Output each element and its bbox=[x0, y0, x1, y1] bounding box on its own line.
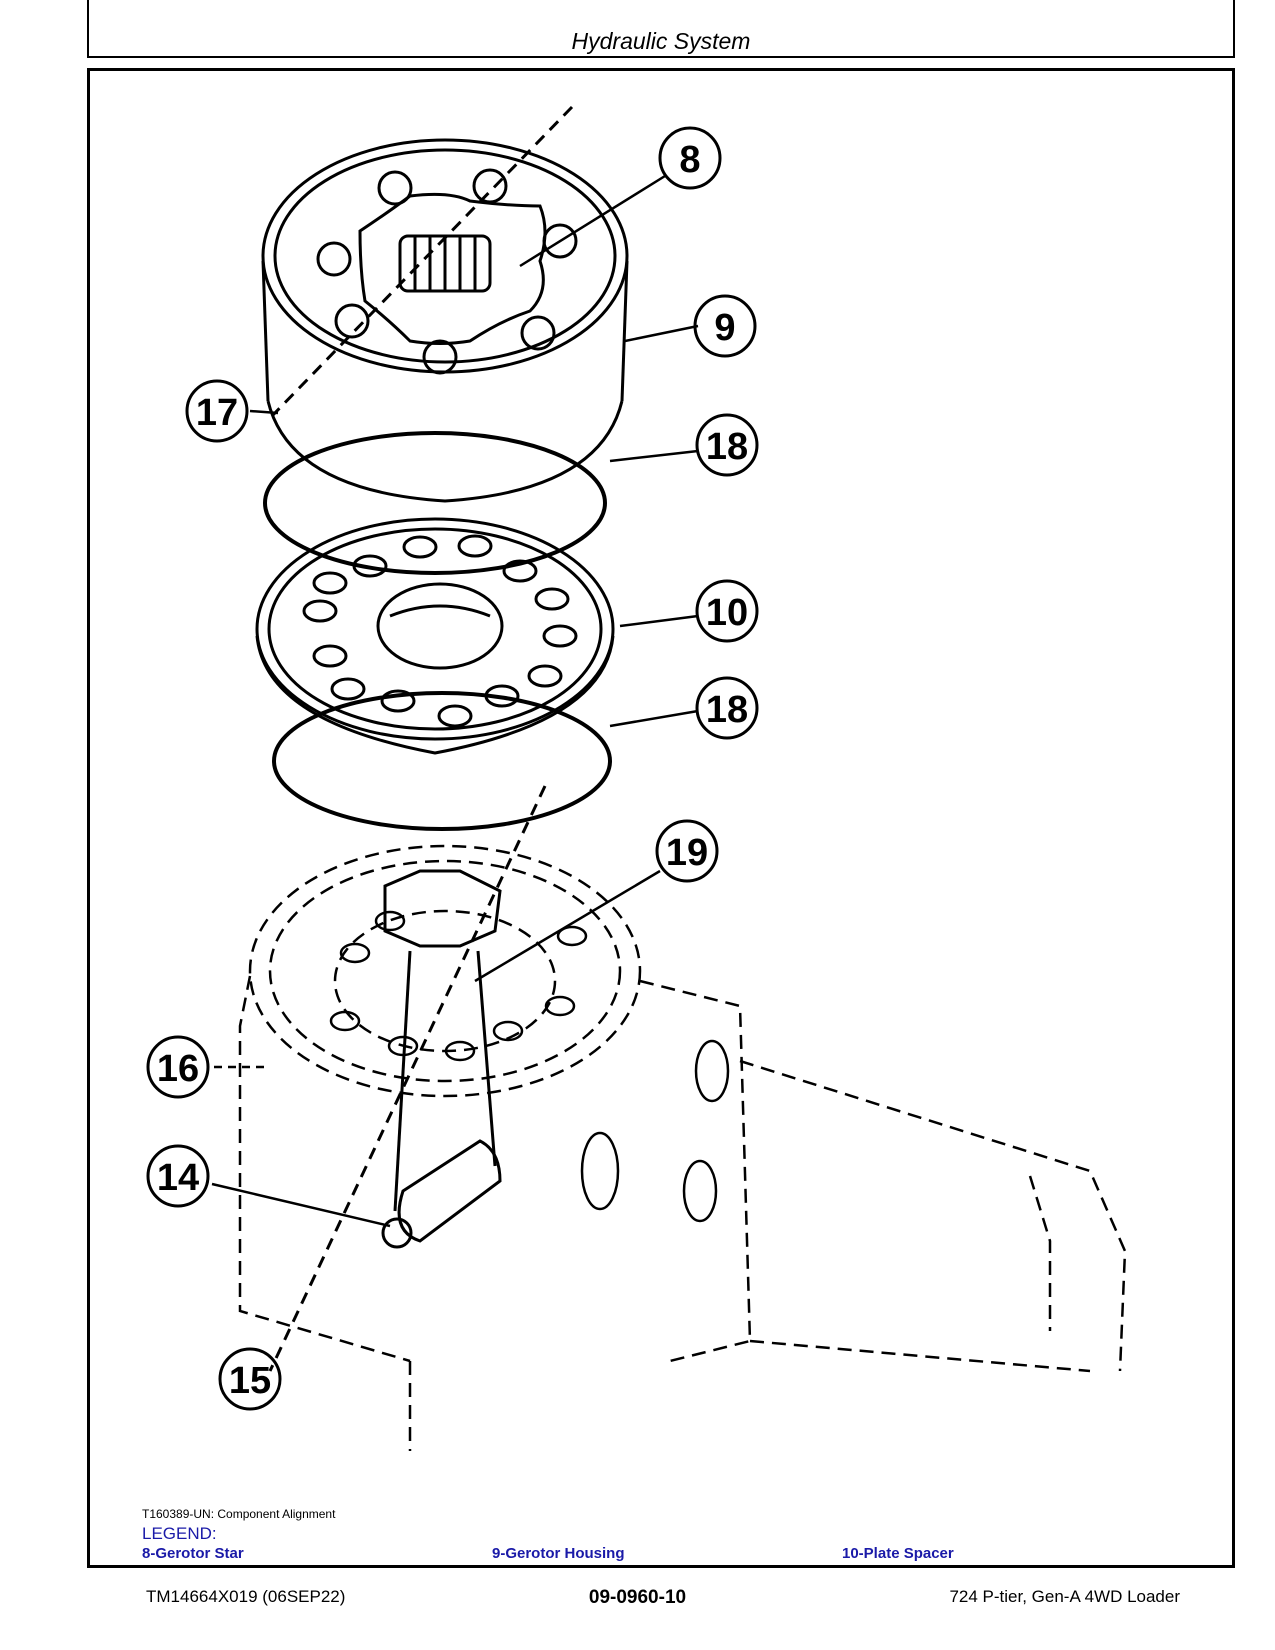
callout-label-8: 8 bbox=[679, 139, 700, 181]
alignment-axis-upper bbox=[270, 105, 574, 418]
leader-17 bbox=[249, 409, 279, 415]
valve-ports bbox=[329, 910, 730, 1223]
callout-label-15: 15 bbox=[229, 1360, 271, 1402]
callout-circle-18-upper bbox=[695, 413, 759, 477]
gerotor-star bbox=[358, 192, 547, 345]
callout-circle-10 bbox=[695, 579, 759, 643]
callout-circle-19 bbox=[655, 819, 719, 883]
footer-page-number: 09-0960-10 bbox=[588, 1587, 687, 1608]
drive-pin bbox=[381, 1139, 502, 1249]
callout-circle-9 bbox=[693, 294, 757, 358]
figure-frame: 8 9 17 18 10 18 19 16 14 15 T160389-UN: … bbox=[87, 68, 1235, 1568]
callout-circle-15 bbox=[218, 1347, 282, 1411]
leader-8 bbox=[519, 174, 666, 268]
steering-valve-body bbox=[238, 844, 1127, 1451]
callout-label-14: 14 bbox=[157, 1157, 199, 1199]
callout-label-9: 9 bbox=[714, 307, 735, 349]
leader-18-lower bbox=[609, 709, 699, 728]
section-title: Hydraulic System bbox=[571, 28, 751, 54]
callout-label-17: 17 bbox=[196, 392, 238, 434]
leader-9 bbox=[624, 324, 699, 343]
component-alignment-drawing: 8 9 17 18 10 18 19 16 14 15 bbox=[146, 105, 1127, 1451]
figure-caption: T160389-UN: Component Alignment bbox=[142, 1507, 336, 1521]
leader-18-upper bbox=[609, 449, 699, 463]
leader-10 bbox=[619, 614, 699, 628]
legend-item-gerotor-star[interactable]: 8-Gerotor Star bbox=[142, 1545, 244, 1562]
footer-manual-id: TM14664X019 (06SEP22) bbox=[146, 1587, 346, 1606]
callout-circle-16 bbox=[146, 1035, 210, 1099]
callout-label-10: 10 bbox=[706, 592, 748, 634]
drive-shaft bbox=[383, 869, 502, 1212]
legend-title: LEGEND: bbox=[142, 1524, 217, 1543]
callout-circle-14 bbox=[146, 1144, 210, 1208]
callout-label-18-lower: 18 bbox=[706, 689, 748, 731]
o-ring-upper bbox=[263, 431, 607, 575]
callout-circle-8 bbox=[658, 126, 722, 190]
legend-item-gerotor-housing[interactable]: 9-Gerotor Housing bbox=[492, 1545, 625, 1562]
callout-label-18-upper: 18 bbox=[706, 426, 748, 468]
callout-circle-18-lower bbox=[695, 676, 759, 740]
legend-item-plate-spacer[interactable]: 10-Plate Spacer bbox=[842, 1545, 954, 1562]
leader-19 bbox=[474, 869, 661, 983]
o-ring-lower bbox=[272, 691, 612, 831]
leader-14 bbox=[211, 1182, 391, 1228]
callout-label-16: 16 bbox=[157, 1048, 199, 1090]
callout-label-19: 19 bbox=[666, 832, 708, 874]
page-header: Hydraulic System bbox=[87, 0, 1235, 58]
plate-spacer bbox=[255, 517, 615, 755]
callout-circle-17 bbox=[185, 379, 249, 443]
footer-model: 724 P-tier, Gen-A 4WD Loader bbox=[949, 1587, 1180, 1606]
